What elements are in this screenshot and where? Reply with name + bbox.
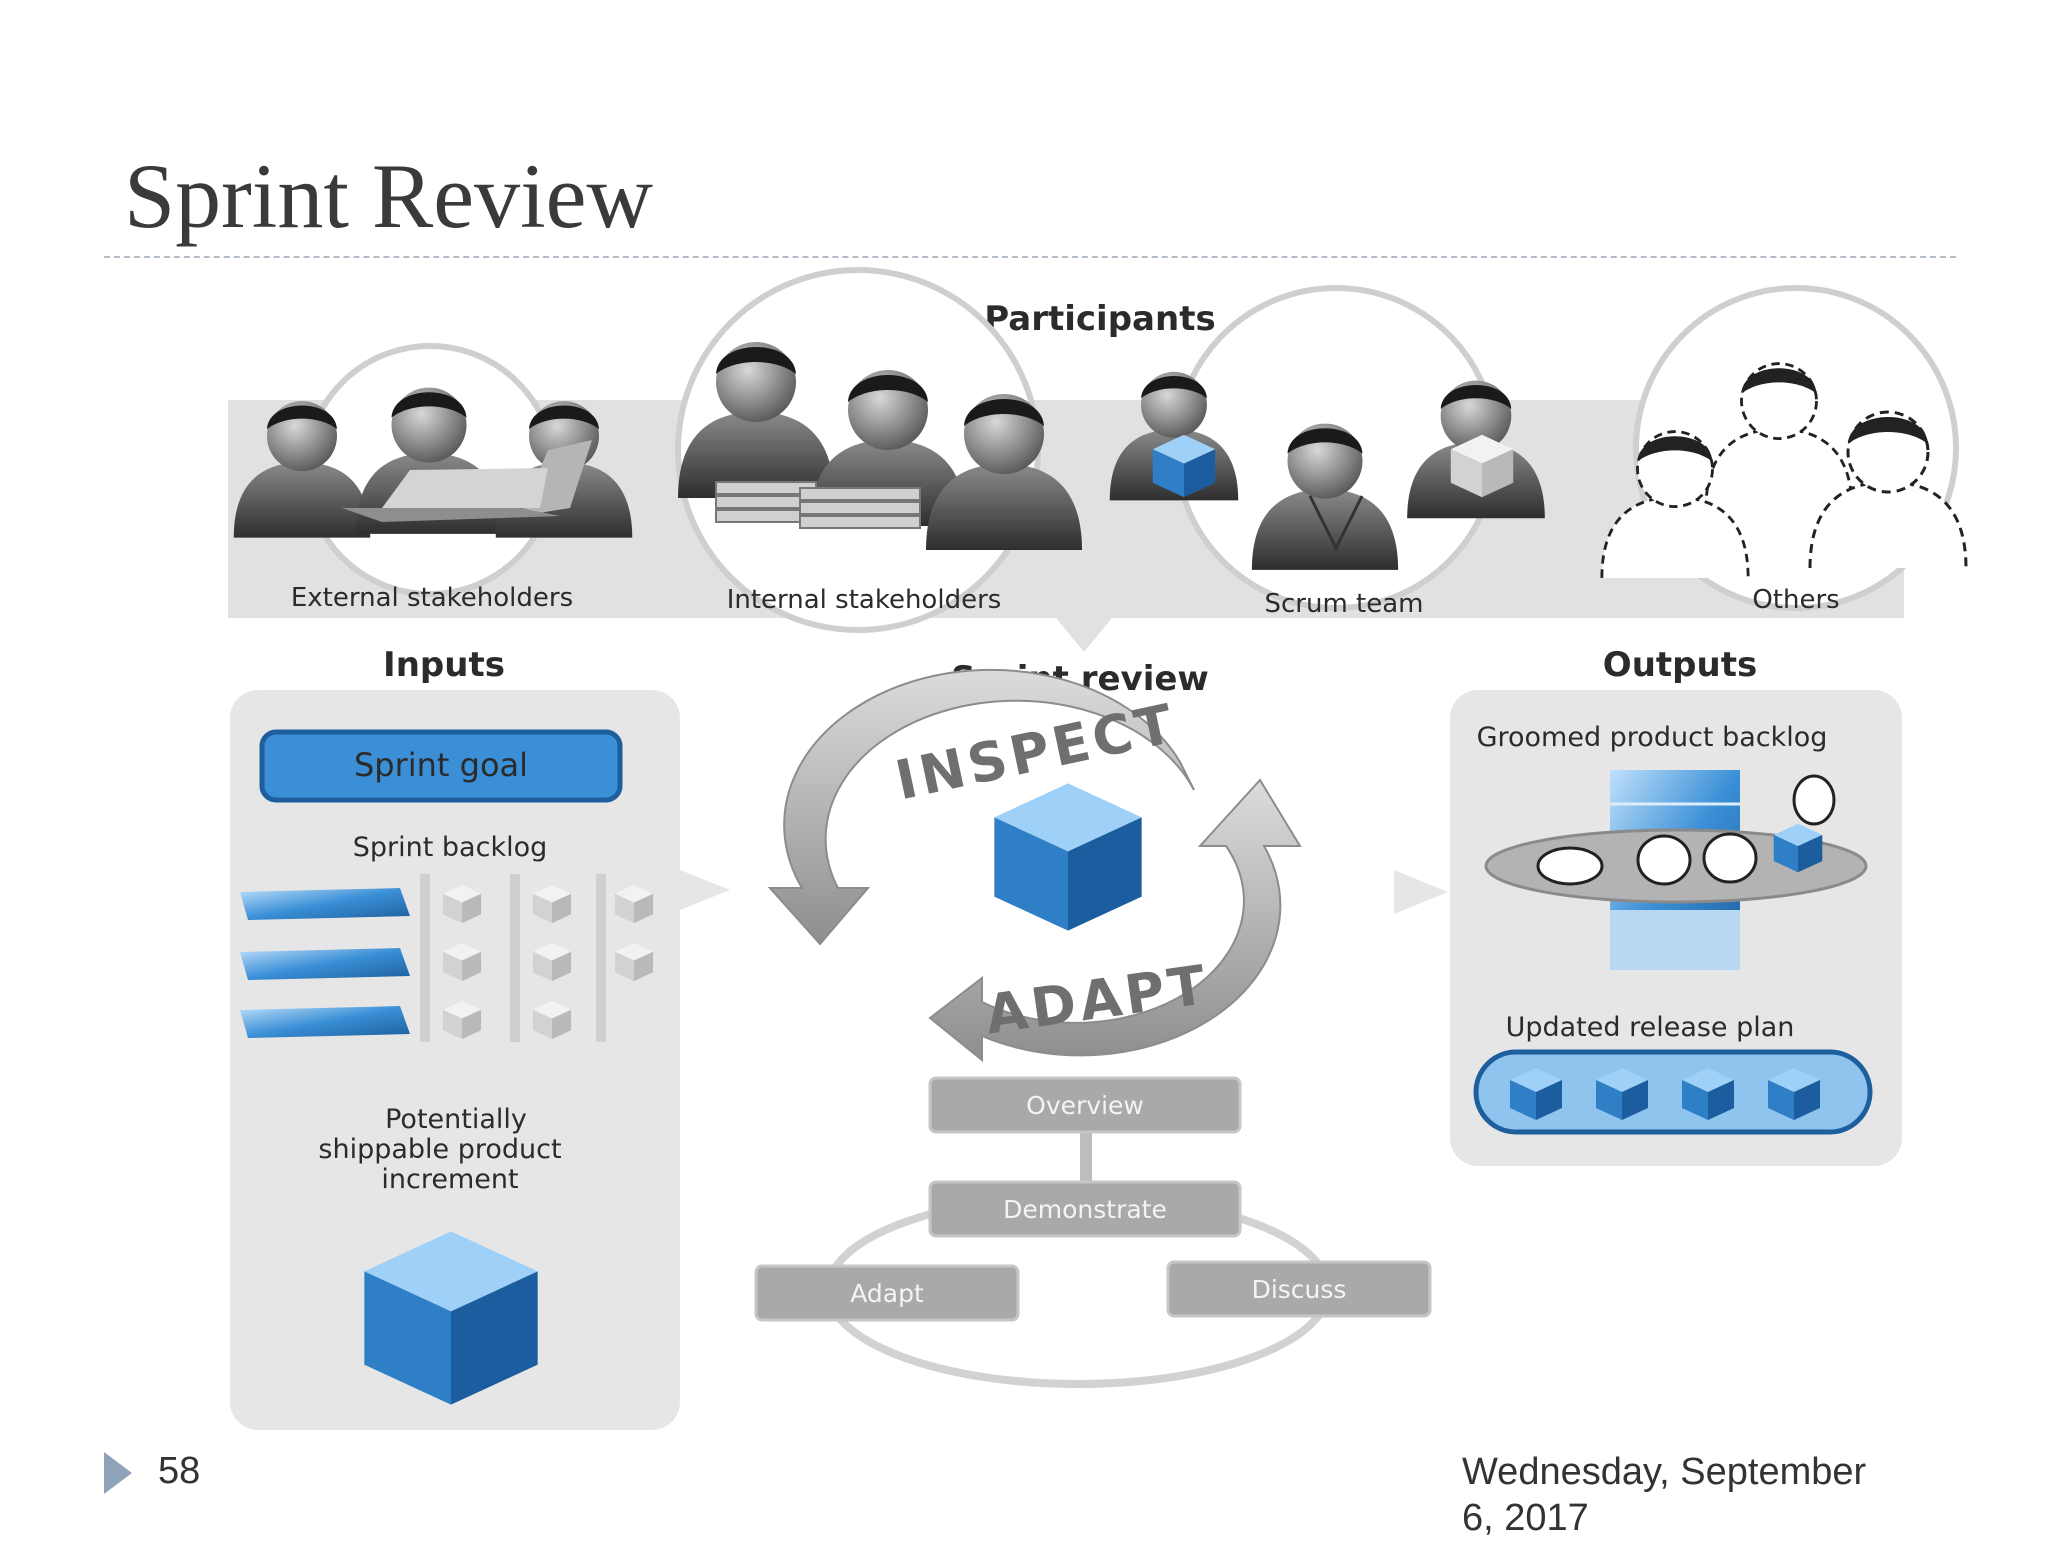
inspect-arrow <box>767 668 1195 946</box>
title-divider <box>104 256 1956 258</box>
participants-heading: Participants <box>984 299 1215 339</box>
slide-date: Wednesday, September 6, 2017 <box>1462 1451 1867 1539</box>
sprint-backlog-grid <box>240 874 654 1042</box>
inspect-adapt-cycle: INSPECT ADAPT <box>767 668 1302 1063</box>
inputs-heading: Inputs <box>383 645 505 685</box>
adapt-arrow <box>928 778 1302 1063</box>
release-plan-label: Updated release plan <box>1506 1012 1795 1043</box>
external-stakeholders-label: External stakeholders <box>291 583 573 613</box>
step-adapt: Adapt <box>754 1264 1020 1322</box>
outputs-arrow <box>1394 870 1448 914</box>
groomed-backlog-stack <box>1484 770 1868 970</box>
step-demonstrate: Demonstrate <box>928 1180 1242 1238</box>
backlog-item-bar <box>240 888 410 920</box>
step-overview-label: Overview <box>1026 1091 1144 1120</box>
others-label: Others <box>1752 585 1839 615</box>
increment-label-line-2: shippable product <box>318 1134 561 1165</box>
scrum-team-group <box>1109 285 1545 611</box>
step-demonstrate-label: Demonstrate <box>1003 1195 1167 1224</box>
sprint-review-section: Sprint review INSPECT ADAPT Overview Dem… <box>754 659 1432 1388</box>
inputs-panel <box>230 690 680 1430</box>
inputs-arrow <box>680 870 730 910</box>
slide-number: 58 <box>158 1450 201 1492</box>
internal-stakeholders-group <box>675 267 1082 633</box>
hands-icon <box>1536 774 1836 886</box>
scrum-team-label: Scrum team <box>1264 589 1423 619</box>
step-discuss: Discuss <box>1166 1260 1432 1318</box>
lanyard-icon <box>1308 495 1364 552</box>
groomed-backlog-label: Groomed product backlog <box>1477 722 1828 753</box>
outputs-heading: Outputs <box>1603 645 1757 685</box>
internal-stakeholders-label: Internal stakeholders <box>727 585 1002 615</box>
participants-section: Participants <box>228 267 1968 652</box>
slide-title: Sprint Review <box>124 145 653 247</box>
release-plan-track <box>1473 1049 1873 1135</box>
backlog-item-bar <box>240 948 410 980</box>
others-group <box>1600 285 1968 611</box>
outputs-section: Outputs Groomed product backlog Updated … <box>1394 645 1902 1166</box>
external-stakeholders-group <box>233 343 633 597</box>
inputs-section: Inputs Sprint goal Sprint backlog Potent… <box>230 645 730 1430</box>
review-steps: Overview Demonstrate Adapt Discuss <box>754 1076 1432 1388</box>
footer-arrow-icon <box>104 1452 132 1494</box>
product-cube-icon <box>994 783 1142 931</box>
sprint-goal-badge: Sprint goal <box>259 729 623 803</box>
sprint-goal-label: Sprint goal <box>354 746 528 784</box>
documents-icon <box>715 481 921 529</box>
step-adapt-label: Adapt <box>850 1279 924 1308</box>
step-discuss-label: Discuss <box>1252 1275 1347 1304</box>
increment-label-line-3: increment <box>381 1164 518 1195</box>
sprint-backlog-label: Sprint backlog <box>353 832 547 863</box>
laptop-icon <box>342 440 592 522</box>
step-overview: Overview <box>928 1076 1242 1134</box>
increment-label-line-1: Potentially <box>385 1104 527 1135</box>
backlog-item-bar <box>240 1006 410 1038</box>
